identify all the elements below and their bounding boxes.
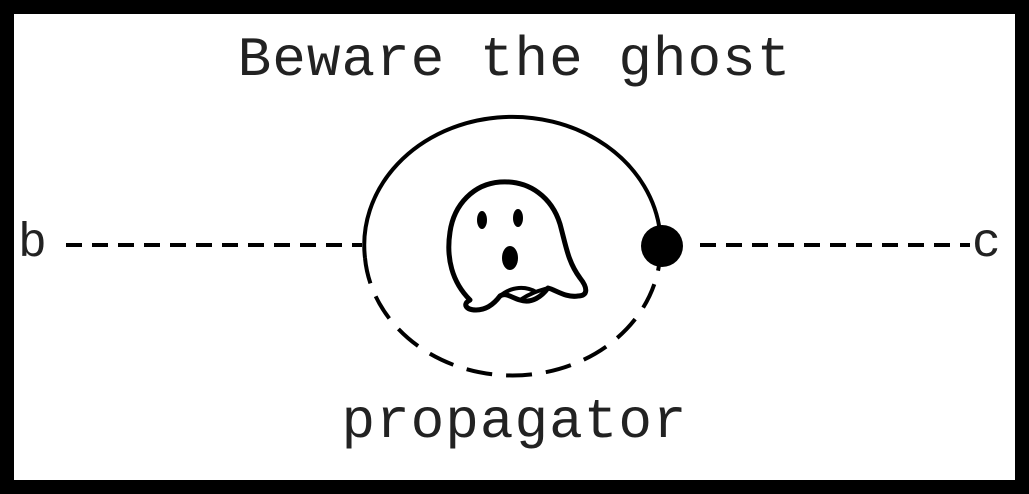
loop-upper-solid-arc (362, 114, 662, 259)
left-leg-label: b (18, 217, 47, 271)
right-leg-label: c (972, 217, 1001, 271)
ghost-icon (446, 179, 589, 313)
vertex-dot (641, 225, 683, 267)
diagram-title: Beware the ghost (237, 28, 792, 92)
loop-lower-dashed-arc (363, 257, 662, 378)
diagram-caption: propagator (341, 390, 688, 454)
